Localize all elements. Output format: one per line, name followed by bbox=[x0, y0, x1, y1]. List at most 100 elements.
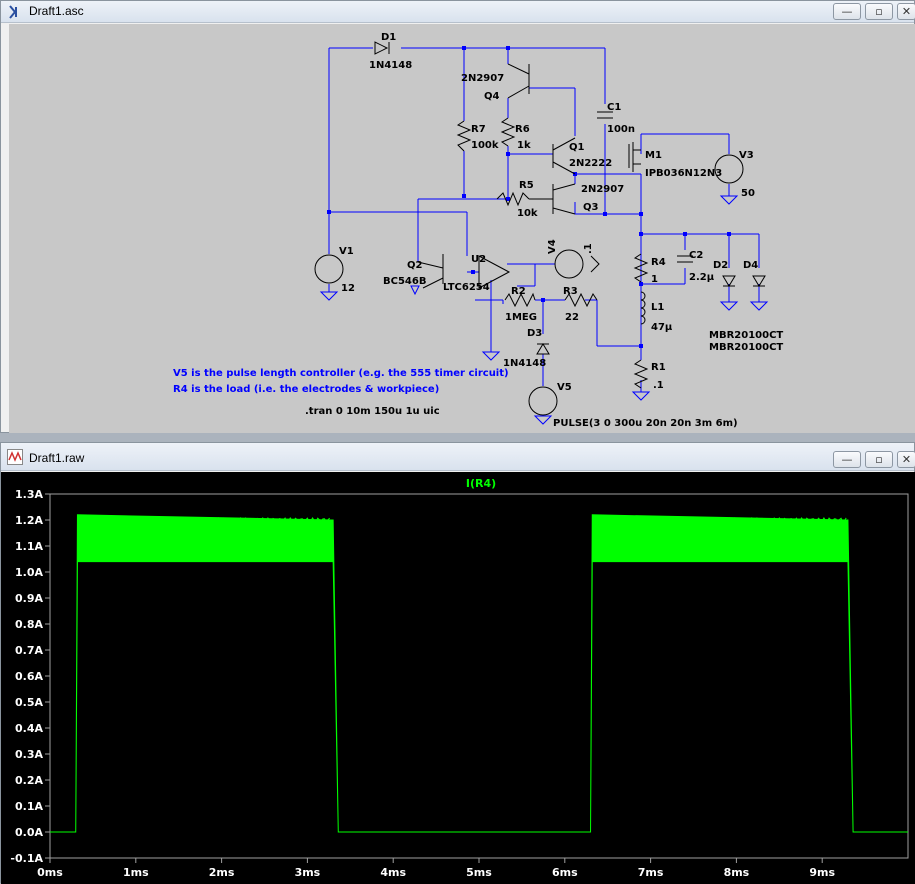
Q2-ref: Q2 bbox=[407, 260, 423, 271]
minimize-icon: — bbox=[841, 5, 853, 18]
y-tick-label: 0.6A bbox=[15, 670, 43, 683]
D3-ref: D3 bbox=[527, 328, 542, 339]
component-labels: D1 1N4148 2N2907 Q4 R7 100k R6 1k C1 100… bbox=[339, 32, 783, 429]
R4-ref: R4 bbox=[651, 257, 666, 268]
x-tick-label: 0ms bbox=[37, 866, 63, 879]
V5-ref: V5 bbox=[557, 382, 572, 393]
close-icon: ✕ bbox=[901, 5, 912, 18]
U2-ref: U2 bbox=[471, 254, 486, 265]
R1-value: .1 bbox=[653, 380, 664, 391]
y-tick-label: 0.0A bbox=[15, 826, 43, 839]
Q1-model: 2N2222 bbox=[569, 158, 612, 169]
x-tick-label: 7ms bbox=[638, 866, 664, 879]
note-pulse-controller: V5 is the pulse length controller (e.g. … bbox=[173, 368, 509, 379]
junction-dots bbox=[327, 46, 731, 348]
R3-value: 22 bbox=[565, 312, 579, 323]
V4-ref: V4 bbox=[547, 239, 558, 254]
L1-ref: L1 bbox=[651, 302, 664, 313]
C1-value: 100n bbox=[607, 124, 635, 135]
R4-value: 1 bbox=[651, 274, 658, 285]
trace-ripple bbox=[77, 516, 331, 524]
spice-directive: .tran 0 10m 150u 1u uic bbox=[305, 406, 440, 417]
y-tick-label: -0.1A bbox=[10, 852, 43, 865]
schematic-canvas[interactable]: D1 1N4148 2N2907 Q4 R7 100k R6 1k C1 100… bbox=[9, 24, 915, 433]
V1-value: 12 bbox=[341, 283, 355, 294]
x-tick-label: 3ms bbox=[295, 866, 321, 879]
R5-value: 10k bbox=[517, 208, 538, 219]
minimize-icon: — bbox=[841, 453, 853, 466]
x-tick-label: 6ms bbox=[552, 866, 578, 879]
Q3-model: 2N2907 bbox=[581, 184, 624, 195]
V4-value: .1 bbox=[583, 243, 594, 254]
D4-ref: D4 bbox=[743, 260, 758, 271]
Q4-ref: Q4 bbox=[484, 91, 500, 102]
R5-ref: R5 bbox=[519, 180, 534, 191]
D2-model: MBR20100CT bbox=[709, 330, 783, 341]
y-tick-label: 0.8A bbox=[15, 618, 43, 631]
schematic-window: Draft1.asc — ▫ ✕ bbox=[0, 0, 915, 433]
schematic-restore-button[interactable]: ▫ bbox=[865, 3, 893, 20]
plot-window-title: Draft1.raw bbox=[29, 451, 85, 465]
y-tick-label: 0.5A bbox=[15, 696, 43, 709]
M1-model: IPB036N12N3 bbox=[645, 168, 722, 179]
plot-close-button[interactable]: ✕ bbox=[897, 451, 915, 468]
D1-model: 1N4148 bbox=[369, 60, 412, 71]
x-tick-label: 9ms bbox=[809, 866, 835, 879]
y-tick-label: 0.9A bbox=[15, 592, 43, 605]
plot-titlebar[interactable]: Draft1.raw — ▫ ✕ bbox=[1, 443, 915, 471]
y-tick-label: 0.4A bbox=[15, 722, 43, 735]
note-load: R4 is the load (i.e. the electrodes & wo… bbox=[173, 384, 439, 395]
y-tick-label: 1.3A bbox=[15, 488, 43, 501]
trace-i-r4 bbox=[50, 514, 908, 833]
R7-ref: R7 bbox=[471, 124, 486, 135]
restore-icon: ▫ bbox=[875, 453, 883, 466]
V5-value: PULSE(3 0 300u 20n 20n 3m 6m) bbox=[553, 418, 738, 429]
schematic-titlebar[interactable]: Draft1.asc — ▫ ✕ bbox=[1, 1, 915, 23]
R2-ref: R2 bbox=[511, 286, 526, 297]
Q4-model: 2N2907 bbox=[461, 73, 504, 84]
U2-model: LTC6254 bbox=[443, 282, 490, 293]
L1-value: 47µ bbox=[651, 322, 673, 333]
x-tick-label: 2ms bbox=[209, 866, 235, 879]
y-tick-label: 0.3A bbox=[15, 748, 43, 761]
component-symbols bbox=[314, 41, 766, 416]
x-tick-label: 4ms bbox=[380, 866, 406, 879]
x-tick-label: 8ms bbox=[724, 866, 750, 879]
C2-value: 2.2µ bbox=[689, 272, 715, 283]
y-tick-label: 0.1A bbox=[15, 800, 43, 813]
R3-ref: R3 bbox=[563, 286, 578, 297]
y-tick-label: 1.2A bbox=[15, 514, 43, 527]
plot-minimize-button[interactable]: — bbox=[833, 451, 861, 468]
V1-ref: V1 bbox=[339, 246, 354, 257]
C1-ref: C1 bbox=[607, 102, 621, 113]
Q1-ref: Q1 bbox=[569, 142, 585, 153]
R6-value: 1k bbox=[517, 140, 531, 151]
waveform-chart[interactable]: I(R4) 1.3A1.2A1.1A1.0A0.9A0.8A0.7A0.6A0.… bbox=[1, 472, 915, 884]
D2-ref: D2 bbox=[713, 260, 728, 271]
x-tick-label: 5ms bbox=[466, 866, 492, 879]
V3-value: 50 bbox=[741, 188, 755, 199]
waveform-icon bbox=[7, 449, 23, 465]
plot-restore-button[interactable]: ▫ bbox=[865, 451, 893, 468]
trace-ripple bbox=[592, 516, 847, 524]
schematic-window-title: Draft1.asc bbox=[29, 4, 84, 18]
M1-ref: M1 bbox=[645, 150, 662, 161]
R1-ref: R1 bbox=[651, 362, 666, 373]
V3-ref: V3 bbox=[739, 150, 754, 161]
x-tick-label: 1ms bbox=[123, 866, 149, 879]
close-icon: ✕ bbox=[901, 453, 912, 466]
schematic-minimize-button[interactable]: — bbox=[833, 3, 861, 20]
trace-label[interactable]: I(R4) bbox=[466, 477, 496, 490]
y-tick-label: 0.2A bbox=[15, 774, 43, 787]
schematic-close-button[interactable]: ✕ bbox=[897, 3, 915, 20]
R6-ref: R6 bbox=[515, 124, 530, 135]
R7-value: 100k bbox=[471, 140, 499, 151]
schematic-notes: V5 is the pulse length controller (e.g. … bbox=[173, 368, 509, 417]
schematic-drawing[interactable]: D1 1N4148 2N2907 Q4 R7 100k R6 1k C1 100… bbox=[9, 24, 915, 433]
ground-symbols bbox=[319, 195, 769, 425]
D4-model: MBR20100CT bbox=[709, 342, 783, 353]
y-tick-label: 1.0A bbox=[15, 566, 43, 579]
restore-icon: ▫ bbox=[875, 5, 883, 18]
